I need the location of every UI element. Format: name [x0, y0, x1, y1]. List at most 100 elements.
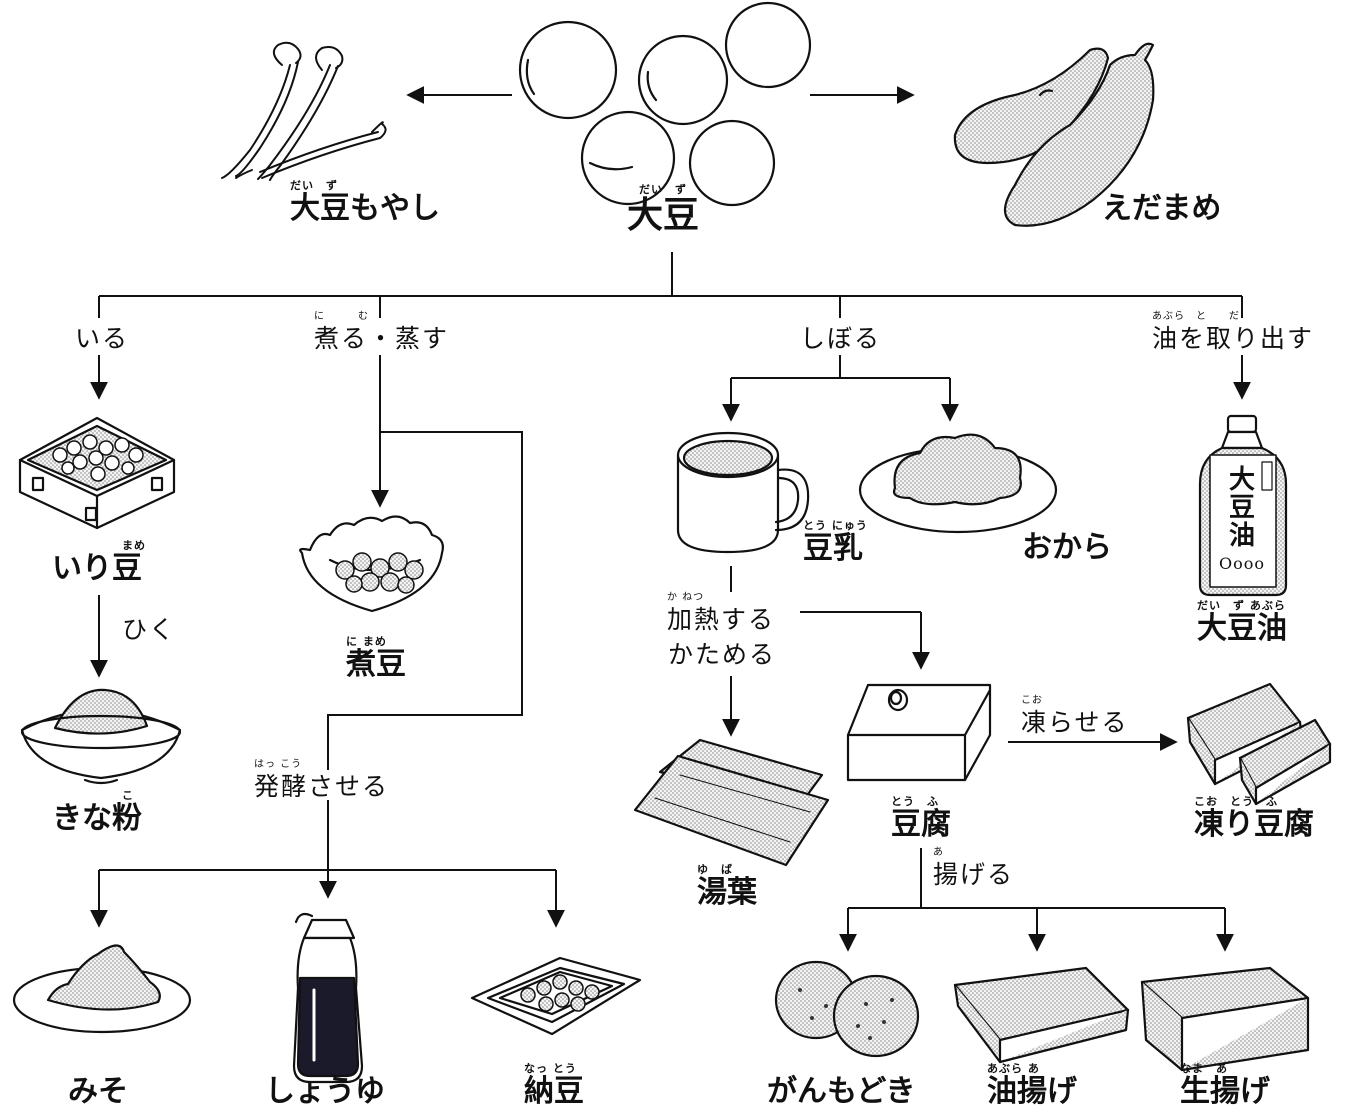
ganmodoki-illustration — [774, 960, 920, 1058]
nama-age-ruby: なま あ — [1180, 1062, 1228, 1075]
koori-tofu-text: 凍り豆腐 — [1194, 807, 1314, 842]
daizu-yu-text: 大豆油 — [1197, 611, 1287, 646]
tofu-block-illustration — [846, 683, 992, 782]
process-niru-musu: に む 煮る・蒸す — [314, 311, 450, 353]
process-katameru: かためる — [668, 642, 776, 667]
iri-mame-text: いり豆 — [52, 551, 142, 586]
label-tonyu: とう にゅう 豆乳 — [803, 520, 868, 564]
label-kinako: こ きな粉 — [52, 790, 142, 834]
iri-mame-ruby: まめ — [122, 539, 146, 552]
label-ganmodoki: がんもどき — [767, 1077, 916, 1107]
kanetsu-ruby: か ねつ — [667, 592, 705, 603]
label-daizu-yu: だい ず あぶら 大豆油 — [1197, 600, 1287, 644]
miso-plate-illustration — [12, 944, 192, 1034]
tofu-ruby: とう ふ — [891, 795, 939, 808]
label-yuba: ゆ ば 湯葉 — [697, 864, 757, 908]
label-miso: みそ — [68, 1077, 128, 1107]
bean-sprouts-illustration — [221, 41, 387, 181]
natto-ruby: なっ とう — [524, 1062, 577, 1075]
bottle-label-line3: 油 — [1228, 521, 1255, 551]
oil-bottle-label: 大 豆 油 Oooo — [1214, 466, 1270, 578]
process-iru: いる — [75, 326, 129, 351]
abura-ruby: あぶら と だ — [1152, 311, 1240, 322]
abura-age-ruby: あぶら あ — [987, 1062, 1040, 1075]
ganmodoki-text: がんもどき — [767, 1074, 916, 1109]
kinako-text: きな粉 — [52, 801, 142, 836]
shiboru-text: しぼる — [800, 324, 882, 353]
label-bean-sprouts: だい ず 大豆もやし — [290, 180, 440, 224]
label-abura-age: あぶら あ 油揚げ — [987, 1063, 1077, 1107]
nimame-bowl-illustration — [299, 515, 444, 613]
nama-age-text: 生揚げ — [1180, 1074, 1270, 1109]
koori-tofu-ruby: こお とう ふ — [1194, 795, 1278, 808]
yuba-sheets-illustration — [633, 738, 830, 867]
label-edamame: えだまめ — [1102, 194, 1221, 224]
process-hiku: ひく — [122, 617, 176, 642]
kooraseru-ruby: こお — [1021, 695, 1043, 706]
tonyu-text: 豆乳 — [803, 531, 863, 566]
label-nimame: に まめ 煮豆 — [346, 636, 406, 680]
soy-sauce-bottle-illustration — [292, 912, 364, 1084]
niru-musu-ruby: に む — [314, 311, 369, 322]
process-abura: あぶら と だ 油を取り出す — [1152, 311, 1315, 353]
label-nama-age: なま あ 生揚げ — [1180, 1063, 1270, 1107]
abura-age-text: 油揚げ — [987, 1074, 1077, 1109]
label-shoyu: しょうゆ — [265, 1077, 385, 1107]
edamame-illustration — [953, 42, 1155, 227]
abura-text: 油を取り出す — [1152, 324, 1315, 353]
hakko-ruby: はっ こう — [254, 759, 303, 770]
process-hakko: はっ こう 発酵させる — [254, 759, 390, 801]
label-iri-mame: まめ いり豆 — [52, 540, 146, 584]
moyashi-text: 大豆もやし — [290, 191, 440, 226]
bottle-label-line2: 豆 — [1228, 493, 1255, 523]
abura-age-illustration — [953, 966, 1130, 1064]
soymilk-mug-illustration — [676, 431, 810, 554]
tonyu-ruby: とう にゅう — [803, 519, 868, 532]
moyashi-ruby: だい ず — [290, 179, 338, 192]
shoyu-text: しょうゆ — [265, 1074, 385, 1109]
connectors — [90, 86, 1251, 952]
process-kanetsu: か ねつ 加熱する — [667, 592, 776, 634]
bottle-label-line4: Oooo — [1218, 554, 1265, 573]
process-kooraseru: こお 凍らせる — [1021, 695, 1129, 737]
root-text: 大豆 — [627, 195, 700, 236]
iru-text: いる — [75, 324, 130, 353]
tofu-text: 豆腐 — [891, 807, 951, 842]
label-natto: なっ とう 納豆 — [524, 1063, 584, 1107]
nama-age-illustration — [1140, 966, 1310, 1072]
label-koori-tofu: こお とう ふ 凍り豆腐 — [1194, 796, 1314, 840]
nimame-text: 煮豆 — [346, 647, 406, 682]
ageru-ruby: あ — [933, 847, 944, 858]
label-okara: おから — [1022, 533, 1112, 563]
label-tofu: とう ふ 豆腐 — [891, 796, 951, 840]
soybeans-illustration — [518, 1, 812, 207]
yuba-ruby: ゆ ば — [697, 863, 733, 876]
root-ruby: だい ず — [639, 183, 687, 196]
process-shiboru: しぼる — [800, 326, 881, 351]
edamame-text: えだまめ — [1102, 191, 1222, 226]
kanetsu-text: 加熱する — [667, 605, 776, 634]
kinako-ruby: こ — [122, 789, 134, 802]
daizu-yu-ruby: だい ず あぶら — [1197, 599, 1286, 612]
masu-box-illustration — [18, 416, 176, 530]
natto-tray-illustration — [470, 956, 642, 1036]
kinako-bowl-illustration — [20, 688, 182, 785]
katameru-text: かためる — [668, 640, 777, 669]
hiku-text: ひく — [122, 615, 177, 644]
ageru-text: 揚げる — [933, 860, 1015, 889]
okara-plate-illustration — [858, 433, 1058, 534]
koori-tofu-illustration — [1186, 682, 1332, 806]
root-label-soybean: だい ず 大豆 — [627, 184, 699, 234]
niru-musu-text: 煮る・蒸す — [314, 324, 450, 353]
oil-bottle-illustration — [1198, 414, 1288, 597]
nimame-ruby: に まめ — [346, 635, 387, 648]
natto-text: 納豆 — [524, 1074, 584, 1109]
kooraseru-text: 凍らせる — [1021, 708, 1129, 737]
ferment-path — [327, 431, 523, 770]
bottle-label-line1: 大 — [1228, 465, 1255, 495]
process-ageru: あ 揚げる — [933, 847, 1015, 889]
hakko-text: 発酵させる — [254, 772, 390, 801]
okara-text: おから — [1022, 530, 1112, 565]
yuba-text: 湯葉 — [697, 875, 757, 910]
